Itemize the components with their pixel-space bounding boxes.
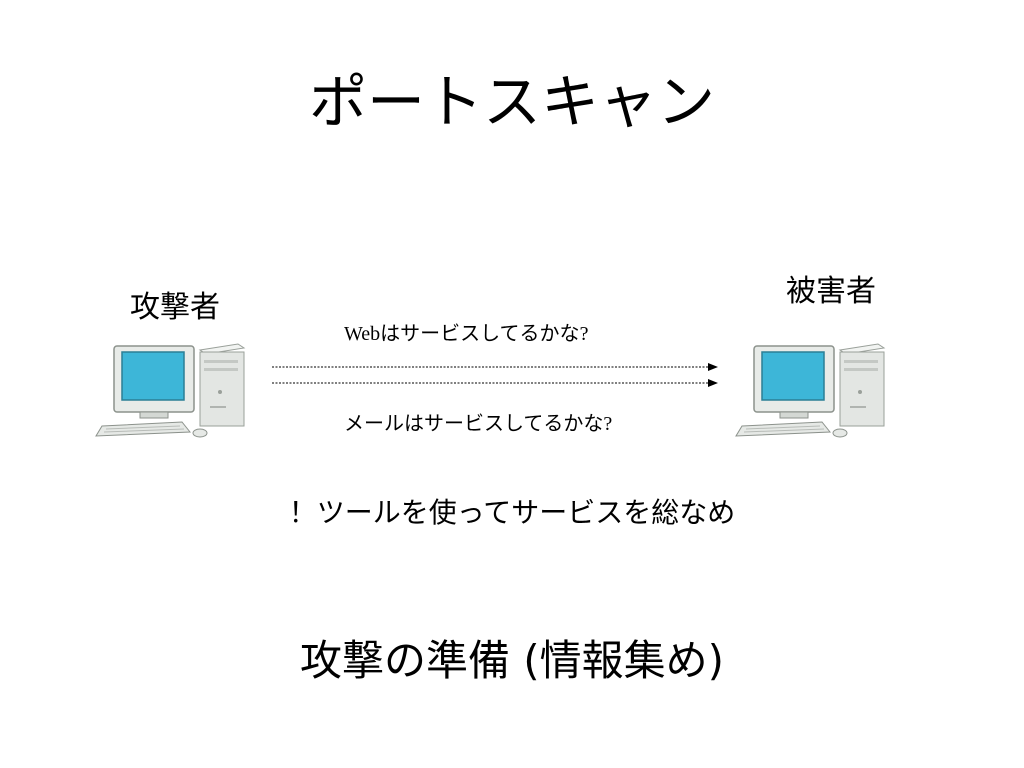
slide-subtitle: 攻撃の準備 (情報集め)	[299, 636, 725, 685]
web-service-question: Webはサービスしてるかな?	[344, 320, 588, 347]
web-question-text: はサービスしてるかな	[380, 321, 580, 345]
attacker-computer-icon	[95, 343, 246, 438]
slide-title: ポートスキャン	[308, 68, 715, 136]
victim-computer-icon	[735, 343, 886, 438]
mail-service-question: メールはサービスしてるかな?	[344, 410, 612, 437]
victim-label: 被害者	[786, 274, 876, 309]
scan-tool-note: ！ツールを使ってサービスを総なめ	[288, 496, 736, 529]
scan-arrows	[272, 363, 718, 387]
mail-scan-arrow-head	[708, 379, 718, 387]
mail-question-text: メールはサービスしてるかな	[344, 411, 604, 435]
mail-question-mark: ?	[603, 413, 613, 435]
attacker-label: 攻撃者	[130, 290, 220, 325]
web-word: Web	[344, 323, 381, 345]
web-question-mark: ?	[579, 323, 589, 345]
web-scan-arrow-head	[708, 363, 718, 371]
